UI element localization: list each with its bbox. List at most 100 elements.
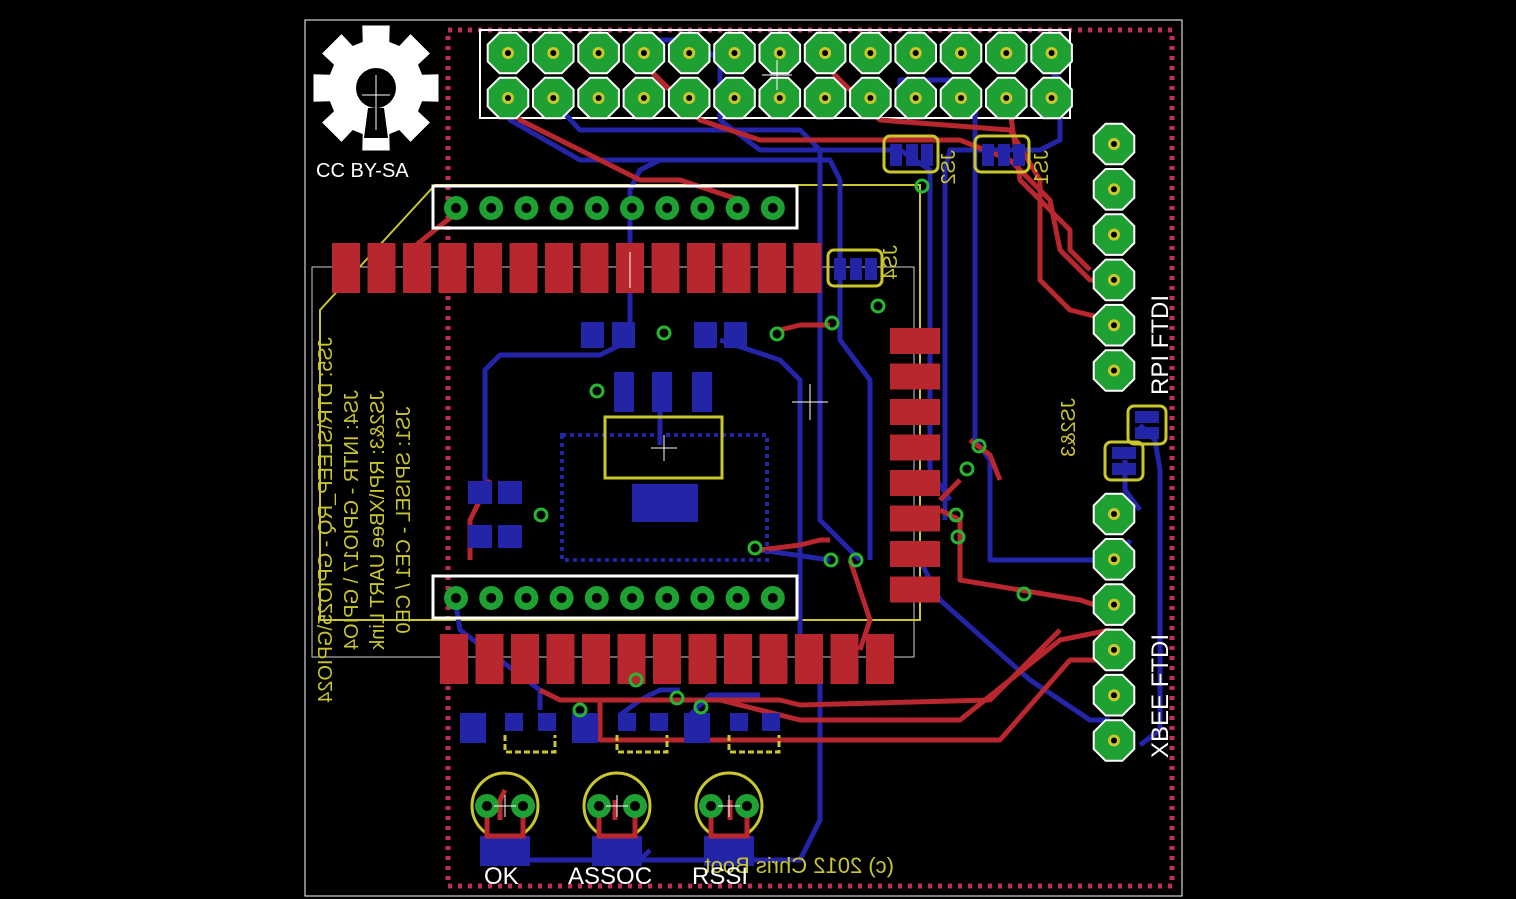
smd-pad [651,243,680,293]
xbee-header-pin [655,196,680,220]
smd-pad [438,243,467,293]
origin-markers [629,60,828,420]
jumper-label-js4: JS4 [880,245,902,279]
smd-pad [722,243,751,293]
rpi-header-pin [758,76,802,120]
rpi-ftdi-pin [1092,168,1136,211]
xbee-header-pin [725,196,750,220]
xbee-outline [311,266,915,658]
via [870,298,886,314]
xbee-smd-pads-bottom [440,634,894,684]
smd-pad [580,243,609,293]
voltage-regulator [560,372,769,562]
xbee-smd-pads-top [332,243,822,293]
led-pad [475,794,499,818]
xbee-smd-pads-right [890,328,940,603]
top-copper-traces [407,58,1111,820]
jumper-label-js1: JS1 [1031,150,1053,184]
xbee-header-pin [549,196,574,220]
led-pad [587,794,611,818]
smd-pad [688,634,717,684]
rpi-header-pin [1030,76,1073,120]
smd-pad [793,243,822,293]
open-hardware-logo-icon [313,25,439,151]
smd-pad [890,399,940,425]
via [948,507,964,523]
rpi-header-pin [667,76,711,120]
smd-pad [890,328,940,354]
via [693,699,709,715]
legend-line-js4: JS4: INTR - GPIO17 \ GPIO4 [341,390,363,650]
rpi-header-pin [985,76,1028,120]
rpi-header-pin [849,31,892,75]
smd-pad [866,634,894,684]
via [914,178,930,194]
rpi-header-pin [985,31,1028,75]
smd-pad [890,576,940,603]
smd-pad [582,634,610,684]
rpi-header-pin [1030,31,1073,75]
smd-pad [474,243,502,293]
xbee-header-pin [514,586,539,610]
xbee-header-pin [690,586,715,610]
via [747,540,763,556]
via [589,383,605,399]
jumper-legend: JS1: SPISEL - CE1 / CE0 JS2&3: RPI\XBee … [315,337,415,703]
via [950,529,966,545]
smd-pad [653,634,681,684]
rpi-header-pin [532,31,575,75]
rpi-header-pin [939,76,983,120]
xbee-header-pin [690,196,715,220]
smd-pad [890,363,940,390]
via [824,315,840,331]
xbee-header-pin [479,586,504,610]
rpi-header-pin [849,76,892,120]
rpi-header-pin [577,76,620,120]
status-led [470,771,540,866]
jumper-label-js23: JS2&3 [1058,398,1080,457]
jumper-label-js2: JS2 [938,150,960,184]
via [959,461,975,477]
rpi-ftdi-header [1092,122,1136,392]
xbee-header-pin [444,586,468,610]
rpi-header-pin [713,31,756,75]
smd-pad [367,243,396,293]
xbee-header-pin [584,196,609,220]
smd-pad [475,634,504,684]
xbee-header-pin [620,196,644,220]
via [628,672,644,688]
led-label-ok: OK [484,863,519,890]
rpi-header-pin [622,76,666,120]
via [1016,586,1032,602]
via [971,438,987,454]
smd-pad [758,243,786,293]
via [533,507,549,523]
rpi-ftdi-pin [1092,349,1136,392]
xbee-header-pin [549,586,574,610]
rpi-ftdi-label: RPI FTDI [1147,295,1174,395]
via [769,326,785,342]
rpi-header-pin [713,76,756,120]
xbee-ftdi-pin [1092,492,1136,536]
xbee-header-pin [655,586,680,610]
legend-line-js23: JS2&3: RPI\XBee UART Link [367,390,389,650]
xbee-header-pin [760,196,785,220]
xbee-ftdi-header [1092,492,1136,762]
smd-pad [511,634,539,684]
led-pad [623,794,647,818]
smd-pad [332,243,360,293]
xbee-ftdi-pin [1092,628,1136,672]
rpi-ftdi-pin [1092,303,1136,347]
legend-line-js1: JS1: SPISEL - CE1 / CE0 [393,406,415,633]
xbee-header-pin [620,586,644,610]
xbee-header-pin [444,196,468,220]
bottom-copper-traces [452,37,1163,863]
xbee-ftdi-pin [1092,673,1136,717]
rpi-header-pin [894,76,937,120]
rpi-ftdi-pin [1092,213,1136,256]
solder-jumpers [503,134,1168,754]
xbee-header-top [431,184,799,230]
rpi-header-pin [803,76,847,120]
smd-pad [890,434,940,461]
via [669,690,685,706]
